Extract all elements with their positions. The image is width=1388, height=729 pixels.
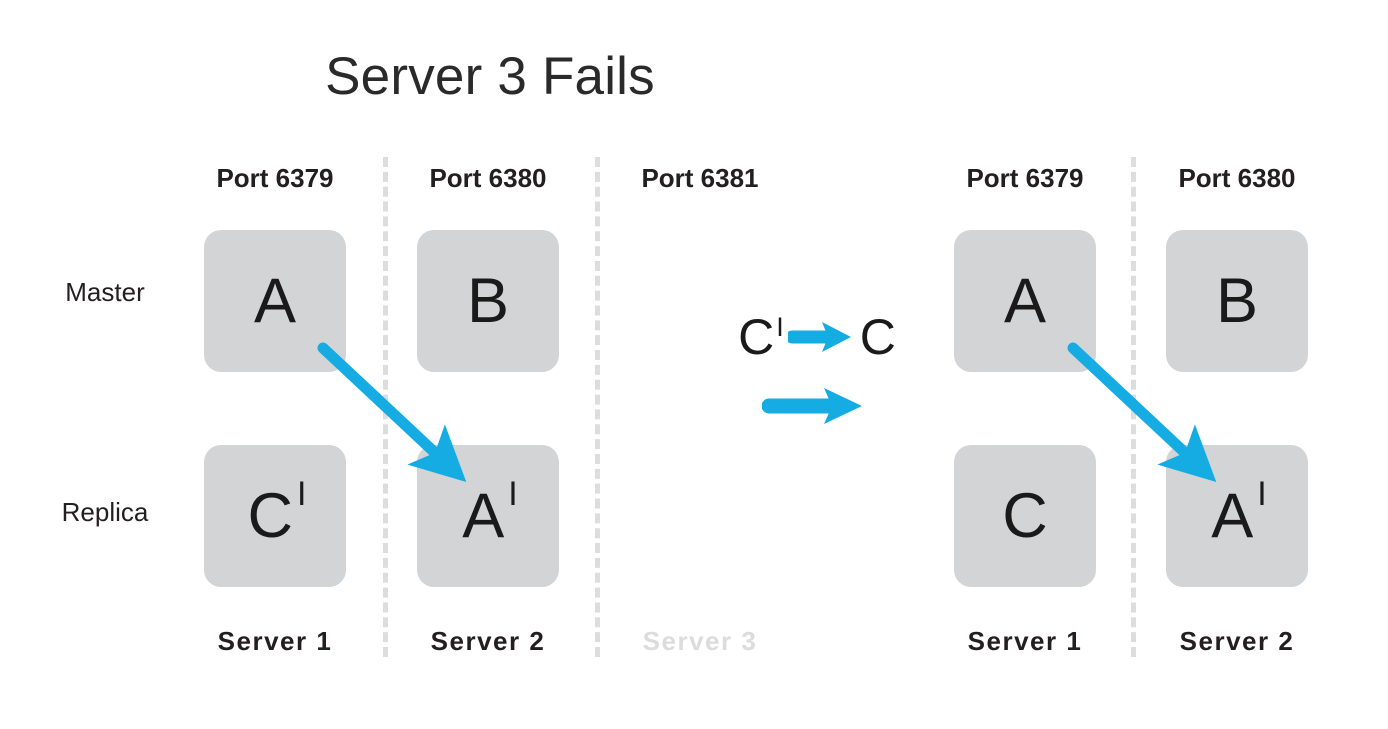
server-column-before-3: Port 6381 Server 3 [610,0,790,729]
column-divider [1131,157,1136,657]
port-label: Port 6379 [216,163,334,193]
server-label: Server 2 [1179,626,1295,656]
server-column-after-1: Port 6379 A C Server 1 [935,0,1115,729]
node-box-master[interactable]: B [1166,230,1308,372]
node-prime-mark: I [508,475,518,513]
node-letter: B [466,265,510,336]
transition-annotation: CI C [712,300,922,374]
node-box-master[interactable]: A [954,230,1096,372]
node-box-replica[interactable]: C [954,445,1096,587]
node-letter: B [1215,265,1259,336]
port-label: Port 6380 [1178,163,1296,193]
right-arrow-icon [787,322,851,352]
node-box-master[interactable]: B [417,230,559,372]
column-divider [383,157,388,657]
server-label: Server 1 [217,626,333,656]
node-prime-mark: I [297,475,307,513]
node-letter: C [1002,480,1048,551]
row-label-replica: Replica [61,497,149,527]
node-letter: C [247,480,294,551]
port-label: Port 6381 [641,163,759,193]
server-label: Server 1 [967,626,1083,656]
server-label: Server 2 [430,626,546,656]
node-box-master[interactable]: A [204,230,346,372]
port-label: Port 6379 [966,163,1084,193]
port-label: Port 6380 [429,163,547,193]
node-glyph: B [1166,230,1308,372]
node-glyph: A [204,230,346,372]
node-prime-mark: I [1257,475,1267,513]
node-letter: A [462,480,505,551]
node-glyph: B [417,230,559,372]
node-letter: A [1211,480,1254,551]
transition-to: C [859,309,896,365]
node-glyph: C [954,445,1096,587]
node-letter: A [253,265,297,336]
page-title: Server 3 Fails [325,47,655,106]
node-letter: A [1003,265,1047,336]
transition-from: CI [738,309,784,365]
node-glyph: A [954,230,1096,372]
state-change-arrow-icon [762,388,862,424]
server-label-failed: Server 3 [642,626,758,656]
column-divider [595,157,600,657]
row-label-master: Master [65,277,145,307]
